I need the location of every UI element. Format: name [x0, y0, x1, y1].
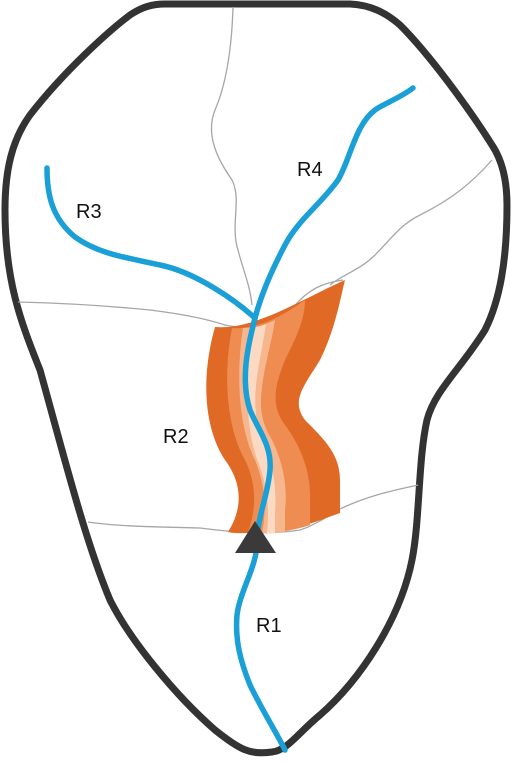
- subbasin-boundaries: [17, 6, 493, 534]
- label-r4: R4: [297, 159, 323, 181]
- boundary-upper-divide: [210, 6, 253, 306]
- outlet-triangle-icon: [235, 521, 276, 553]
- river-reach-r3: [44, 165, 258, 321]
- label-r1: R1: [256, 615, 282, 637]
- label-r3: R3: [76, 201, 102, 223]
- boundary-upper-right: [329, 159, 493, 286]
- riparian-zone: [206, 280, 345, 534]
- boundary-r2-top: [17, 279, 344, 328]
- river-reach-r4: [252, 85, 416, 321]
- river-network: [44, 85, 416, 753]
- river-reach-r1: [233, 537, 288, 753]
- boundary-r2-bottom: [87, 484, 419, 534]
- label-r2: R2: [163, 426, 189, 448]
- river-reach-r2: [242, 315, 273, 543]
